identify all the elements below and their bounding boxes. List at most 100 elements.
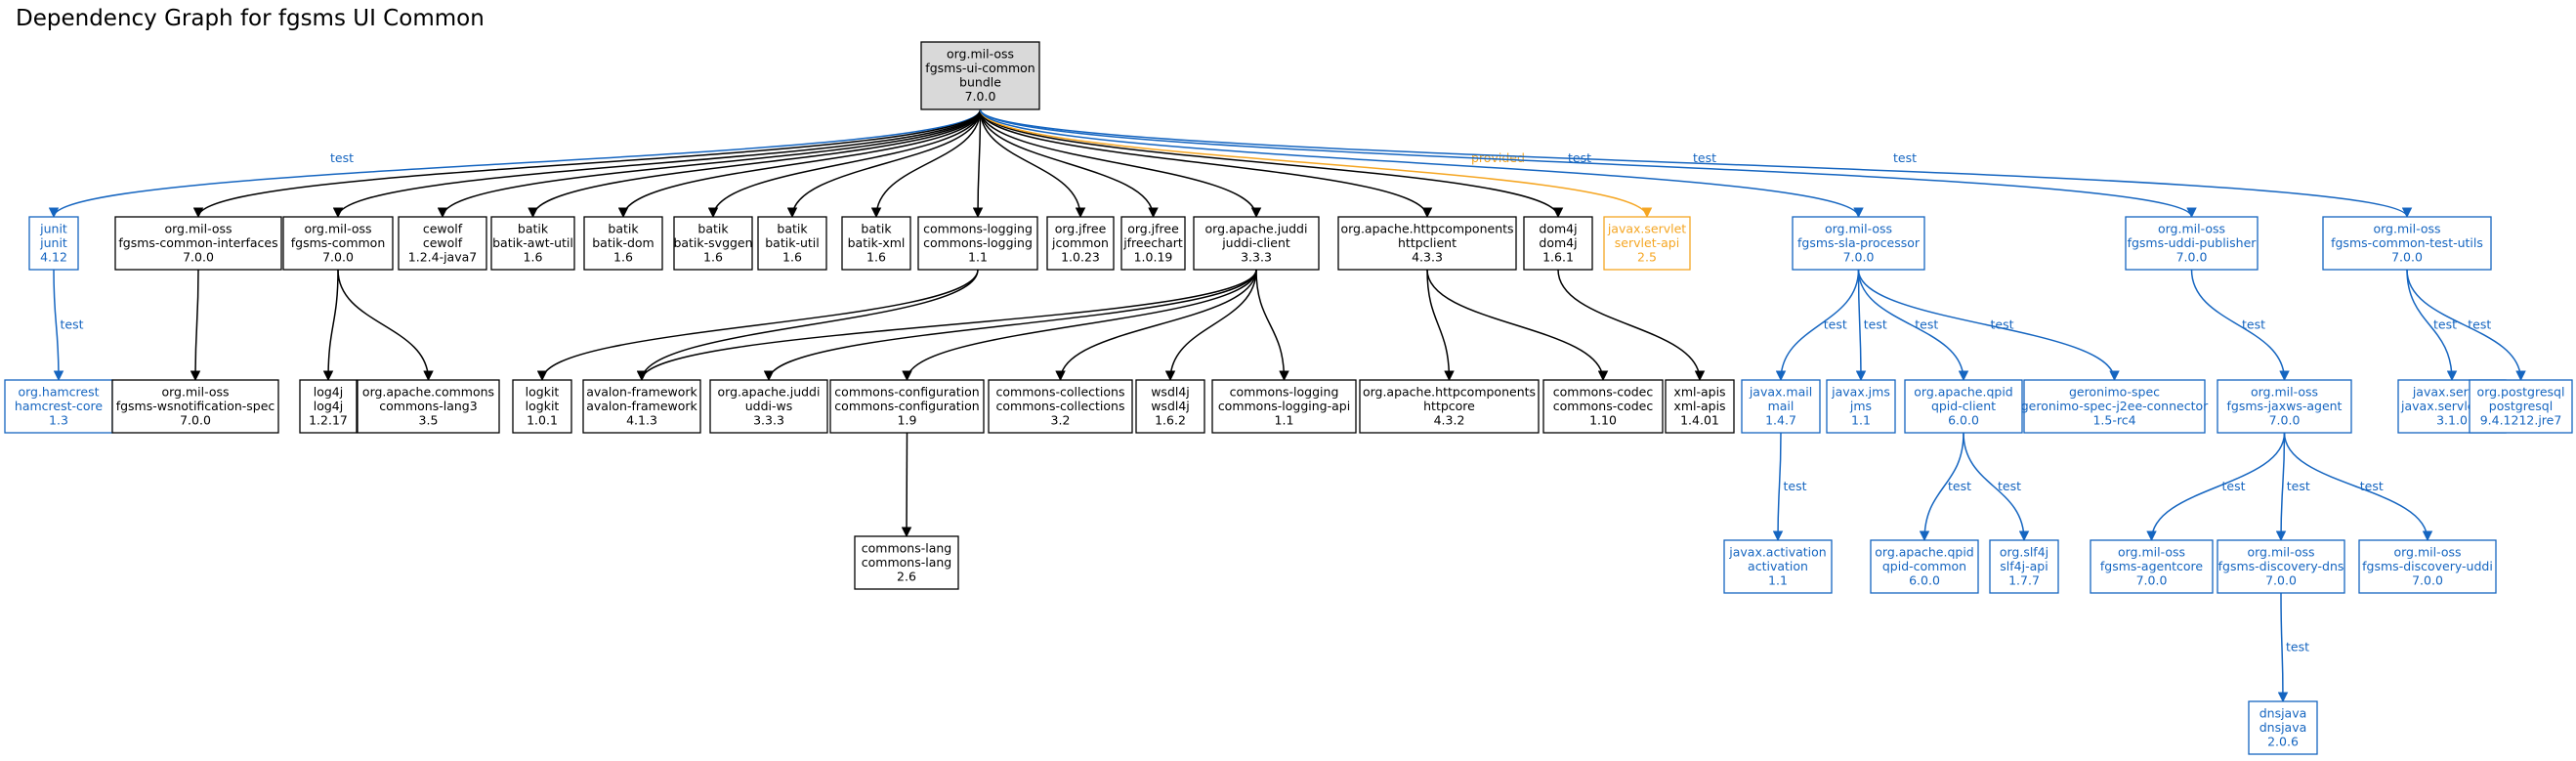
node-box[interactable] <box>1870 539 1979 594</box>
node-box[interactable] <box>920 41 1040 110</box>
node-box[interactable] <box>1046 216 1115 271</box>
node-box[interactable] <box>4 379 113 434</box>
node-box[interactable] <box>988 379 1133 434</box>
node-box[interactable] <box>1193 216 1320 271</box>
edge-root-to-dom4j <box>979 108 1564 219</box>
node-box[interactable] <box>2217 379 2352 434</box>
node-box[interactable] <box>1826 379 1896 434</box>
node-box[interactable] <box>299 379 358 434</box>
node-box[interactable] <box>1523 216 1593 271</box>
node-box[interactable] <box>1792 216 1925 271</box>
node-box[interactable] <box>2023 379 2206 434</box>
node-box[interactable] <box>2322 216 2492 271</box>
node-box[interactable] <box>1135 379 1205 434</box>
node-box[interactable] <box>757 216 827 271</box>
node-box[interactable] <box>1120 216 1186 271</box>
node-box[interactable] <box>1989 539 2059 594</box>
node-wsn[interactable]: org.mil-ossfgsms-wsnotification-spec7.0.… <box>111 379 279 434</box>
node-label-line: 1.10 <box>1589 412 1617 427</box>
edge-qpidc-to-qpidcommon <box>1919 432 1964 542</box>
node-box[interactable] <box>1665 379 1735 434</box>
node-box[interactable] <box>829 379 985 434</box>
node-box[interactable] <box>282 216 394 271</box>
node-ccoll[interactable]: commons-collectionscommons-collections3.… <box>988 379 1133 434</box>
node-geronimo[interactable]: geronimo-specgeronimo-spec-j2ee-connecto… <box>2021 379 2209 434</box>
node-box[interactable] <box>582 379 701 434</box>
node-cconf[interactable]: commons-configurationcommons-configurati… <box>829 379 985 434</box>
node-box[interactable] <box>841 216 911 271</box>
node-box[interactable] <box>583 216 663 271</box>
node-box[interactable] <box>1603 216 1691 271</box>
node-box[interactable] <box>1741 379 1821 434</box>
node-box[interactable] <box>2217 539 2345 594</box>
node-box[interactable] <box>1723 539 1833 594</box>
node-box[interactable] <box>398 216 487 271</box>
node-box[interactable] <box>2248 700 2318 755</box>
node-box[interactable] <box>709 379 828 434</box>
node-box[interactable] <box>917 216 1038 271</box>
node-box[interactable] <box>357 379 500 434</box>
node-box[interactable] <box>1211 379 1357 434</box>
node-box[interactable] <box>1904 379 2023 434</box>
node-box[interactable] <box>2090 539 2214 594</box>
node-box[interactable] <box>2125 216 2259 271</box>
node-box[interactable] <box>28 216 79 271</box>
node-box[interactable] <box>111 379 279 434</box>
node-box[interactable] <box>1337 216 1517 271</box>
node-box[interactable] <box>673 216 753 271</box>
node-box[interactable] <box>854 535 959 590</box>
node-box[interactable] <box>2469 379 2573 434</box>
node-box[interactable] <box>2358 539 2497 594</box>
node-box[interactable] <box>1542 379 1664 434</box>
node-box[interactable] <box>114 216 282 271</box>
node-box[interactable] <box>512 379 572 434</box>
node-box[interactable] <box>490 216 575 271</box>
node-box[interactable] <box>1359 379 1540 434</box>
node-label-line: wsdl4j <box>1151 384 1190 399</box>
